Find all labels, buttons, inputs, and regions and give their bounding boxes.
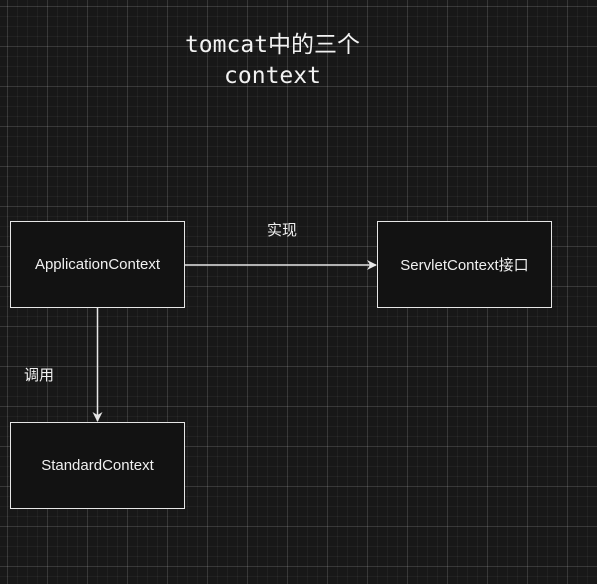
implements-edge-label: 实现 bbox=[267, 222, 298, 239]
application-context-label: ApplicationContext bbox=[34, 256, 161, 273]
standard-context-label: StandardContext bbox=[41, 457, 154, 474]
servlet-context-node[interactable]: ServletContext接口 bbox=[377, 221, 552, 308]
invokes-edge-label: 调用 bbox=[24, 367, 55, 384]
servlet-context-label: ServletContext接口 bbox=[400, 257, 529, 274]
diagram-title-line-1: tomcat中的三个 bbox=[184, 32, 361, 58]
diagram-title-line-2: context bbox=[224, 63, 321, 89]
diagram-title: tomcat中的三个 context bbox=[140, 30, 405, 92]
standard-context-node[interactable]: StandardContext bbox=[10, 422, 185, 509]
application-context-node[interactable]: ApplicationContext bbox=[10, 221, 185, 308]
